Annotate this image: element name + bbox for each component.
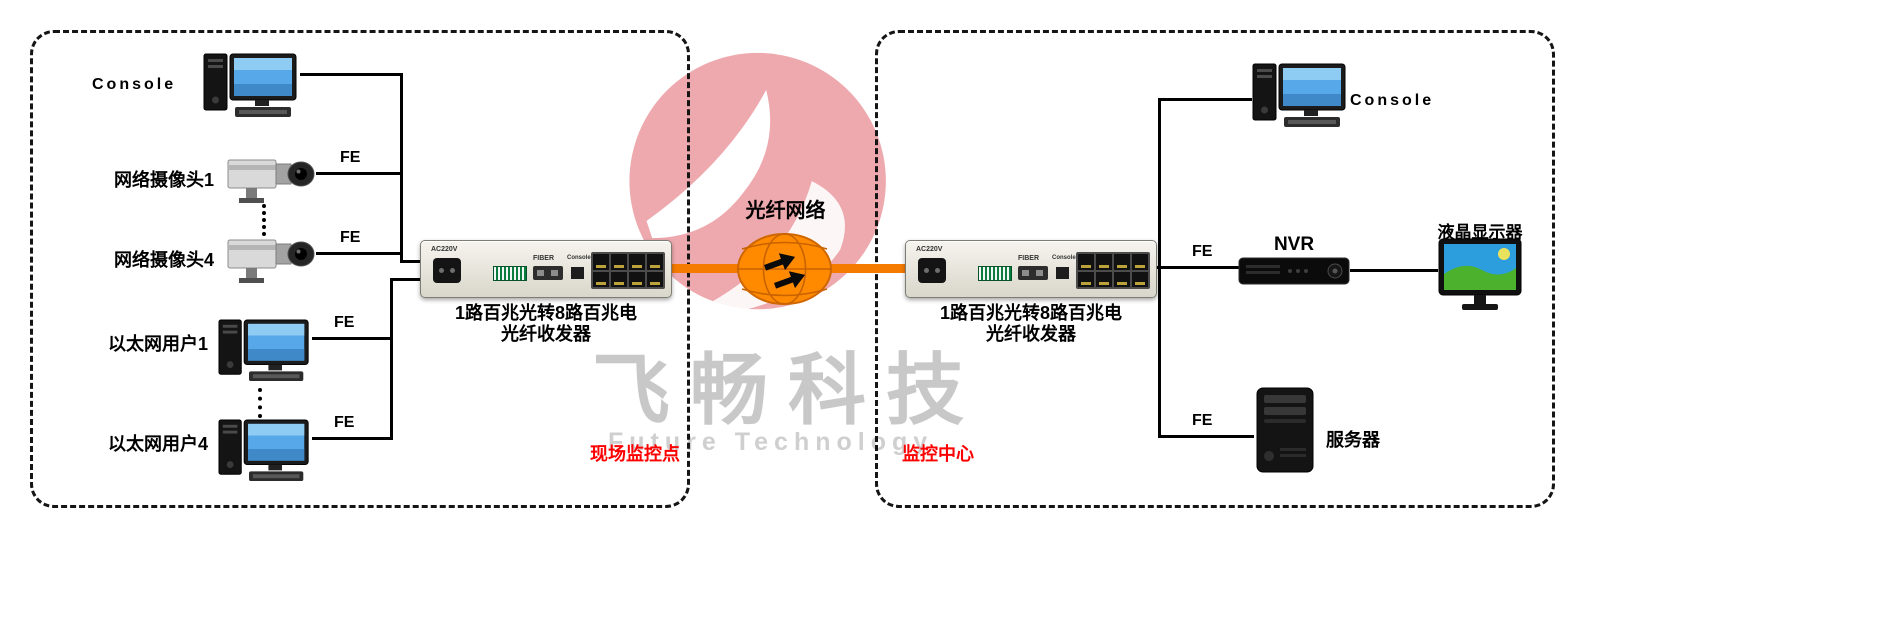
rj45-port bbox=[1096, 271, 1112, 287]
fiber-port bbox=[533, 266, 563, 280]
fe-link-label: FE bbox=[340, 229, 361, 246]
fiber-port-label: FIBER bbox=[1018, 255, 1039, 262]
fiber-network-globe-icon bbox=[736, 232, 833, 306]
console-right-link-line bbox=[1160, 98, 1252, 101]
brand-subtitle-watermark: Future Technology bbox=[608, 428, 934, 456]
camera1-link-line bbox=[316, 172, 403, 175]
rj45-port bbox=[593, 271, 609, 287]
converter-caption-line2: 光纤收发器 bbox=[986, 324, 1076, 344]
ip-camera1-icon bbox=[226, 150, 316, 206]
rj45-port-block bbox=[591, 252, 665, 289]
fe-link-label: FE bbox=[1192, 243, 1213, 260]
user1-link-line bbox=[312, 337, 390, 340]
fiber-converter-device-left: AC220V FIBER Console bbox=[420, 240, 672, 298]
rj45-port bbox=[1078, 254, 1094, 270]
user-collector-join-line bbox=[390, 278, 422, 281]
nvr-device-icon bbox=[1238, 256, 1350, 286]
rj45-port bbox=[1114, 254, 1130, 270]
converter-caption-left: 1路百兆光转8路百兆电 光纤收发器 bbox=[420, 303, 672, 345]
console-port-label: Console bbox=[567, 255, 591, 261]
console-left-drop-line bbox=[400, 73, 403, 263]
rj45-port bbox=[1096, 254, 1112, 270]
console-left-join-line bbox=[400, 260, 422, 263]
rj45-port bbox=[1132, 254, 1148, 270]
rj45-port bbox=[629, 254, 645, 270]
console-left-link-line bbox=[300, 73, 400, 76]
ethernet-user4-pc-icon bbox=[218, 416, 313, 486]
console-port bbox=[1056, 267, 1069, 279]
ip-camera4-icon bbox=[226, 230, 316, 286]
rj45-port bbox=[647, 254, 663, 270]
power-inlet-label: AC220V bbox=[431, 246, 458, 253]
console-label-right: Console bbox=[1350, 92, 1435, 109]
user4-link-line bbox=[312, 437, 390, 440]
dip-switch bbox=[493, 266, 527, 281]
converter-caption-right: 1路百兆光转8路百兆电 光纤收发器 bbox=[905, 303, 1157, 345]
camera4-link-line bbox=[316, 252, 403, 255]
field-site-zone-label: 现场监控点 bbox=[590, 444, 680, 464]
camera1-label: 网络摄像头1 bbox=[114, 170, 215, 190]
right-collector-line bbox=[1158, 98, 1161, 438]
lcd-monitor-icon bbox=[1438, 238, 1522, 314]
converter-caption-line1: 1路百兆光转8路百兆电 bbox=[939, 303, 1123, 323]
power-inlet bbox=[918, 258, 946, 283]
fe-link-label: FE bbox=[334, 414, 355, 431]
console-port-label: Console bbox=[1052, 255, 1076, 261]
converter-nvr-link-line bbox=[1157, 266, 1240, 269]
ethernet-user1-pc-icon bbox=[218, 316, 313, 386]
lcd-monitor-label: 液晶显示器 bbox=[1437, 223, 1523, 242]
fe-link-label: FE bbox=[334, 314, 355, 331]
server-icon bbox=[1254, 386, 1316, 474]
console-port bbox=[571, 267, 584, 279]
converter-caption-line1: 1路百兆光转8路百兆电 bbox=[454, 303, 638, 323]
power-inlet-label: AC220V bbox=[916, 246, 943, 253]
ethernet-user1-label: 以太网用户1 bbox=[108, 334, 209, 354]
fiber-converter-device-right: AC220V FIBER Console bbox=[905, 240, 1157, 298]
console-pc-icon-right bbox=[1252, 60, 1350, 132]
server-label: 服务器 bbox=[1326, 430, 1380, 450]
rj45-port bbox=[629, 271, 645, 287]
console-label-left: Console bbox=[92, 76, 177, 93]
fe-link-label: FE bbox=[1192, 412, 1213, 429]
nvr-monitor-link-line bbox=[1350, 269, 1438, 272]
fiber-network-label: 光纤网络 bbox=[745, 200, 826, 222]
camera4-label: 网络摄像头4 bbox=[114, 250, 215, 270]
brand-logo-watermark bbox=[618, 50, 903, 315]
user-collector-line bbox=[390, 278, 393, 440]
rj45-port bbox=[1132, 271, 1148, 287]
power-inlet bbox=[433, 258, 461, 283]
rj45-port bbox=[647, 271, 663, 287]
rj45-port-block bbox=[1076, 252, 1150, 289]
fe-link-label: FE bbox=[340, 149, 361, 166]
rj45-port bbox=[1078, 271, 1094, 287]
fiber-port-label: FIBER bbox=[533, 255, 554, 262]
brand-name-watermark: 飞畅科技 bbox=[592, 346, 985, 434]
converter-caption-line2: 光纤收发器 bbox=[501, 324, 591, 344]
rj45-port bbox=[1114, 271, 1130, 287]
nvr-label: NVR bbox=[1273, 234, 1315, 255]
console-pc-icon-left bbox=[203, 50, 301, 122]
ethernet-user4-label: 以太网用户4 bbox=[108, 434, 209, 454]
server-link-line bbox=[1158, 435, 1254, 438]
fiber-port bbox=[1018, 266, 1048, 280]
rj45-port bbox=[611, 271, 627, 287]
rj45-port bbox=[593, 254, 609, 270]
camera-ellipsis-dotted-line bbox=[262, 204, 266, 236]
rj45-port bbox=[611, 254, 627, 270]
dip-switch bbox=[978, 266, 1012, 281]
monitor-center-zone-label: 监控中心 bbox=[902, 444, 974, 464]
user-ellipsis-dotted-line bbox=[258, 388, 262, 418]
